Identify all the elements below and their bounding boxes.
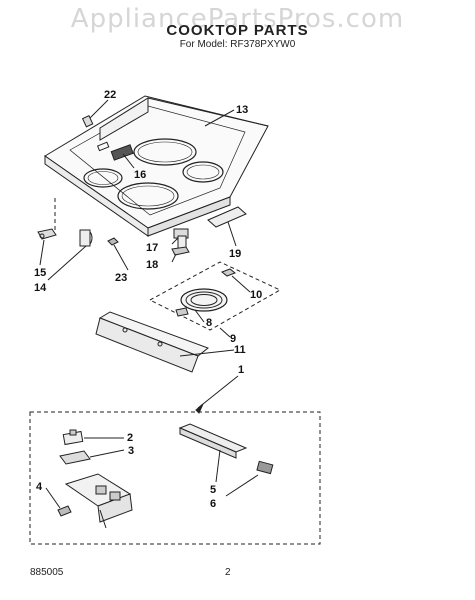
callout-1: 1 bbox=[238, 364, 244, 376]
bracket-assembly bbox=[64, 473, 133, 529]
insulator-3 bbox=[59, 449, 125, 465]
limiter-2 bbox=[62, 429, 124, 446]
terminal-block-4 bbox=[45, 487, 72, 517]
callout-2: 2 bbox=[127, 432, 133, 444]
block-6 bbox=[225, 460, 274, 497]
callout-22: 22 bbox=[104, 89, 116, 101]
terminal-10 bbox=[221, 268, 251, 293]
cooktop-top-assembly bbox=[44, 95, 269, 237]
callout-6: 6 bbox=[210, 498, 216, 510]
callout-16: 16 bbox=[134, 169, 146, 181]
callout-3: 3 bbox=[128, 445, 134, 457]
model-subtitle: For Model: RF378PXYW0 bbox=[179, 39, 296, 50]
callout-14: 14 bbox=[34, 282, 47, 294]
document-number: 885005 bbox=[30, 567, 64, 578]
knob-14 bbox=[47, 229, 93, 281]
page-number: 2 bbox=[225, 567, 231, 578]
surface-element-8 bbox=[175, 288, 228, 323]
screw-22 bbox=[81, 99, 109, 128]
callout-11: 11 bbox=[234, 344, 246, 356]
bar-5 bbox=[178, 423, 248, 483]
callout-18: 18 bbox=[146, 259, 158, 271]
callout-23: 23 bbox=[115, 272, 127, 284]
support-rail-11 bbox=[95, 311, 235, 373]
clip-23 bbox=[107, 237, 129, 271]
panel-19 bbox=[207, 206, 247, 247]
page-title: COOKTOP PARTS bbox=[166, 22, 309, 39]
callout-10: 10 bbox=[250, 289, 262, 301]
switch-17-18 bbox=[171, 228, 190, 263]
callout-8: 8 bbox=[206, 317, 212, 329]
watermark: AppliancePartsPros.com bbox=[70, 4, 405, 34]
callout-5: 5 bbox=[210, 484, 216, 496]
bracket-15 bbox=[37, 228, 57, 266]
callout-15: 15 bbox=[34, 267, 46, 279]
callout-4: 4 bbox=[36, 481, 43, 493]
callout-17: 17 bbox=[146, 242, 158, 254]
callout-9: 9 bbox=[230, 333, 236, 345]
callout-13: 13 bbox=[236, 104, 248, 116]
callout-19: 19 bbox=[229, 248, 241, 260]
